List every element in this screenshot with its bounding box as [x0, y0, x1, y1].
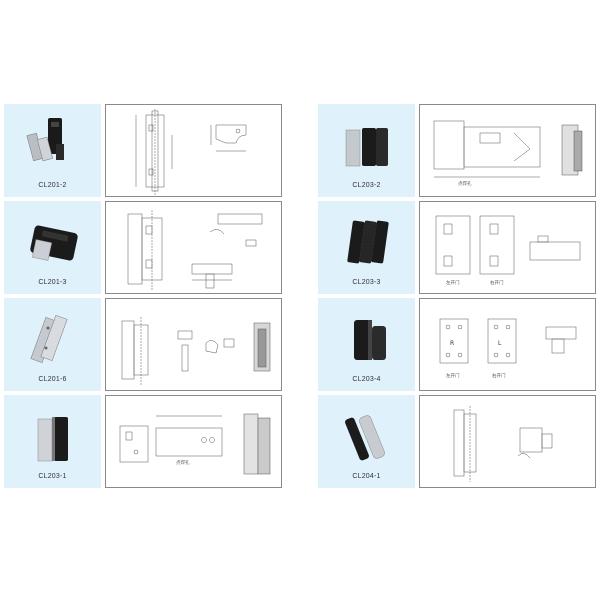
product-code: CL203-1 — [38, 473, 67, 480]
technical-drawing — [105, 201, 282, 294]
product-row: CL203-1 点焊孔 — [4, 395, 282, 488]
product-row: CL201-6 — [4, 298, 282, 391]
hinge-photo-icon — [346, 220, 389, 264]
product-photo: CL203-4 — [318, 298, 415, 391]
product-photo: CL203-3 — [318, 201, 415, 294]
hinge-photo-icon — [345, 128, 388, 167]
technical-drawing: 点焊孔 — [419, 104, 596, 197]
drawing-note: 左开门 — [446, 373, 460, 378]
technical-drawing: 左开门 右开门 — [419, 201, 596, 294]
product-photo: CL203-1 — [4, 395, 101, 488]
technical-drawing — [419, 395, 596, 488]
product-code: CL203-2 — [352, 182, 381, 189]
product-row: CL201-2 — [4, 104, 282, 197]
product-row: CL204-1 — [318, 395, 596, 488]
hinge-photo-icon — [353, 320, 386, 360]
product-photo: CL201-6 — [4, 298, 101, 391]
technical-drawing: R L 左开门 右开门 — [419, 298, 596, 391]
svg-text:L: L — [498, 340, 502, 347]
technical-drawing: 点焊孔 — [105, 395, 282, 488]
drawing-lines — [119, 413, 271, 475]
product-code: CL201-6 — [38, 376, 67, 383]
product-photo: CL201-3 — [4, 201, 101, 294]
product-row: CL201-3 — [4, 201, 282, 294]
product-row: CL203-4 R L 左开门 右开门 — [318, 298, 596, 391]
product-code: CL203-4 — [352, 376, 381, 383]
drawing-note: 点焊孔 — [458, 181, 472, 186]
drawing-lines — [135, 109, 247, 195]
drawing-note: 左开门 — [446, 280, 460, 285]
product-column-left: CL201-2 — [4, 104, 282, 492]
product-photo: CL203-2 — [318, 104, 415, 197]
product-code: CL201-2 — [38, 182, 67, 189]
product-photo: CL201-2 — [4, 104, 101, 197]
product-row: CL203-3 左开门 右开门 — [318, 201, 596, 294]
product-code: CL203-3 — [352, 279, 381, 286]
drawing-note: 右开门 — [492, 373, 506, 378]
drawing-note: 右开门 — [490, 280, 504, 285]
hinge-photo-icon — [25, 118, 64, 162]
product-row: CL203-2 点焊孔 — [318, 104, 596, 197]
drawing-lines — [435, 215, 581, 275]
product-column-right: CL203-2 点焊孔 — [318, 104, 596, 492]
hinge-photo-icon — [344, 415, 385, 461]
drawing-note: 点焊孔 — [176, 460, 190, 465]
hinge-photo-icon — [29, 225, 78, 261]
technical-drawing — [105, 104, 282, 197]
drawing-lines — [433, 120, 583, 178]
drawing-lines — [453, 406, 553, 482]
technical-drawing — [105, 298, 282, 391]
product-code: CL204-1 — [352, 473, 381, 480]
drawing-lines — [127, 210, 263, 290]
drawing-lines — [121, 317, 271, 385]
svg-text:R: R — [450, 340, 454, 347]
drawing-lines: R L — [439, 318, 577, 364]
hinge-photo-icon — [37, 417, 68, 462]
product-code: CL201-3 — [38, 279, 67, 286]
hinge-photo-icon — [30, 314, 67, 364]
product-photo: CL204-1 — [318, 395, 415, 488]
